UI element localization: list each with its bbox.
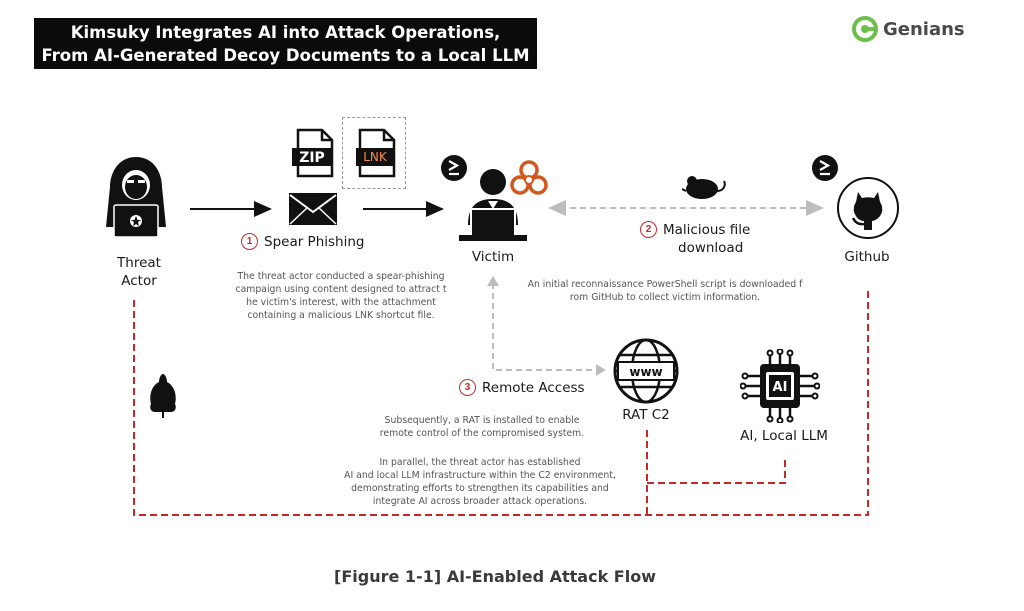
rat-icon	[682, 176, 726, 199]
desc-line: rom GitHub to collect victim information…	[569, 292, 761, 303]
desc-line: The threat actor conducted a spear-phish…	[237, 271, 445, 282]
zip-file-icon: ZIP	[292, 128, 334, 178]
rat-c2-label: RAT C2	[622, 407, 670, 423]
www-text: www	[629, 365, 662, 379]
step-1-label: Spear Phishing	[264, 234, 365, 250]
step-2-download: 2 Malicious file	[640, 221, 750, 239]
desc-line: campaign using content designed to attra…	[235, 284, 447, 295]
red-loop-line	[133, 290, 869, 516]
spear-phishing-description: The threat actor conducted a spear-phish…	[226, 270, 456, 322]
threat-actor-line2: Actor	[121, 273, 157, 289]
desc-line: integrate AI across broader attack opera…	[372, 496, 588, 507]
zip-text: ZIP	[299, 150, 325, 166]
ai-llm-label: AI, Local LLM	[740, 428, 828, 444]
step-3-number: 3	[459, 379, 476, 397]
brand: Genians	[852, 16, 965, 42]
desc-line: AI and local LLM infrastructure within t…	[344, 470, 616, 481]
figure-caption: [Figure 1-1] AI-Enabled Attack Flow	[334, 567, 656, 586]
desc-line: he victim's interest, with the attachmen…	[246, 297, 436, 308]
brand-name: Genians	[883, 18, 965, 40]
step-3-label: Remote Access	[482, 380, 585, 396]
step-2-label-line1: Malicious file	[663, 222, 751, 238]
victim-label: Victim	[471, 249, 515, 265]
title-banner: Kimsuky Integrates AI into Attack Operat…	[34, 18, 537, 69]
ai-chip-icon: AI	[740, 349, 820, 423]
lnk-file-icon: LNK	[356, 128, 396, 178]
desc-line: remote control of the compromised system…	[379, 428, 585, 439]
step-2-number: 2	[640, 221, 657, 239]
desc-line: demonstrating efforts to strengthen its …	[351, 483, 609, 494]
rat-silhouette-icon	[150, 374, 176, 418]
step-1-spear-phishing: 1 Spear Phishing	[241, 233, 364, 251]
desc-line: Subsequently, a RAT is installed to enab…	[384, 415, 580, 426]
execute-icon	[812, 155, 838, 181]
step-3-remote-access: 3 Remote Access	[459, 379, 585, 397]
rat-description: Subsequently, a RAT is installed to enab…	[362, 414, 602, 440]
github-icon	[837, 177, 899, 239]
download-description: An initial reconnaissance PowerShell scr…	[520, 278, 810, 304]
desc-line: In parallel, the threat actor has establ…	[379, 457, 581, 468]
parallel-description: In parallel, the threat actor has establ…	[330, 456, 630, 508]
biohazard-icon	[510, 160, 548, 195]
lnk-highlight-box	[342, 117, 406, 189]
title-line-2: From AI-Generated Decoy Documents to a L…	[41, 46, 530, 65]
step-2-label-line2: download	[678, 240, 744, 256]
ai-text: AI	[773, 380, 788, 395]
execute-icon	[441, 155, 467, 181]
arrow-rat-to-victim	[492, 278, 602, 371]
threat-actor-label: Threat Actor	[104, 254, 174, 290]
desc-line: An initial reconnaissance PowerShell scr…	[527, 279, 803, 290]
title-line-1: Kimsuky Integrates AI into Attack Operat…	[70, 23, 501, 42]
genians-logo-icon	[852, 16, 878, 42]
step-1-number: 1	[241, 233, 258, 251]
email-envelope-icon	[289, 193, 337, 225]
hacker-icon	[106, 157, 166, 238]
threat-actor-line1: Threat	[117, 255, 161, 271]
github-label: Github	[844, 249, 890, 265]
user-at-laptop-icon	[459, 169, 527, 241]
lnk-text: LNK	[363, 150, 388, 164]
desc-line: containing a malicious LNK shortcut file…	[247, 310, 435, 321]
www-globe-icon: www	[613, 338, 679, 404]
